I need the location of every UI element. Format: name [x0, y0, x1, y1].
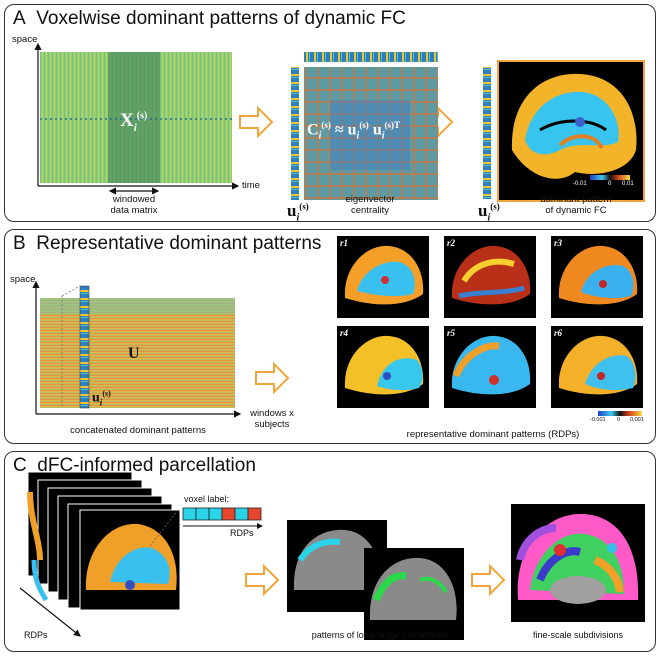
panel-a-title: A Voxelwise dominant patterns of dynamic… — [13, 8, 406, 30]
eq-u1-sub: i — [356, 130, 360, 142]
panel-a-letter: A — [13, 8, 26, 29]
u-label-b: ui(s) — [92, 389, 111, 407]
u-right: u — [478, 201, 488, 220]
cbar-a-min: -0.01 — [573, 181, 587, 187]
long-range-brains — [287, 520, 464, 640]
colorbar-b — [598, 411, 642, 416]
cbar-b-max: 0.001 — [630, 417, 644, 423]
voxel-label-boxes — [182, 507, 263, 529]
rdp-name-4: r4 — [340, 328, 349, 338]
colorbar-a — [590, 175, 630, 180]
rdp-name-6: r6 — [554, 328, 563, 338]
eq-u1: u — [347, 121, 357, 139]
u-label-right: ui(s) — [478, 201, 500, 223]
U-label: U — [128, 345, 140, 362]
cbar-a-mid: 0 — [608, 181, 612, 187]
rdp-name-5: r5 — [447, 328, 456, 338]
axis-label-windows: windows x subjects — [250, 408, 294, 430]
u-b-sup: (s) — [102, 389, 111, 398]
eq-u2-sub: i — [381, 130, 385, 142]
u-right-sup: (s) — [490, 201, 500, 212]
rdp-label: representative dominant patterns (RDPs) — [406, 429, 580, 440]
eq-approx: ≈ — [334, 121, 344, 139]
matrix-x-sup: (s) — [136, 110, 148, 122]
axis-label-space-b: space — [10, 274, 36, 285]
window-highlight — [108, 52, 160, 183]
eq-u2-sup: (s) — [384, 120, 395, 130]
matrix-x-sub: i — [133, 121, 137, 134]
eq-c-sub: i — [318, 130, 322, 142]
window-label: windowed data matrix — [110, 194, 158, 216]
u-label-left: ui(s) — [287, 201, 309, 223]
rdp-name-1: r1 — [340, 238, 349, 248]
equation: Ci(s) ≈ ui(s) ui(s)T — [307, 120, 400, 142]
rdps-axis-label: RDPs — [24, 630, 48, 640]
panel-a-title-text: Voxelwise dominant patterns of dynamic F… — [36, 8, 406, 29]
longrange-label: patterns of long-range interactions — [311, 630, 449, 640]
fine-scale-brain — [511, 504, 645, 622]
axis-label-space-a: space — [12, 34, 38, 45]
concat-label: concatenated dominant patterns — [70, 425, 206, 436]
rdps-arrow-label: RDPs — [230, 528, 254, 538]
eq-T: T — [394, 120, 401, 130]
u-left: u — [287, 201, 297, 220]
panel-b-letter: B — [13, 233, 26, 254]
rdp-stack — [19, 471, 181, 637]
rdp-grid — [337, 236, 643, 416]
panel-b-title-text: Representative dominant patterns — [36, 233, 322, 254]
rdps-axis — [19, 587, 81, 637]
dominant-pattern-image — [483, 60, 645, 202]
u-right-sub: i — [487, 212, 491, 224]
cbar-a-max: 0.01 — [622, 181, 634, 187]
panel-c-title-text: dFC-informed parcellation — [37, 455, 256, 476]
panel-b-title: B Representative dominant patterns — [13, 233, 321, 255]
matrix-x: X — [120, 110, 134, 131]
eq-u2: u — [372, 121, 382, 139]
finescale-label: fine-scale subdivisions — [532, 630, 624, 640]
axis-label-time: time — [242, 180, 260, 191]
u-b: u — [92, 390, 100, 406]
eq-c-sup: (s) — [321, 120, 331, 130]
eq-u1-sup: (s) — [359, 120, 369, 130]
eigenvector-matrix — [291, 52, 438, 200]
arrow-icon — [239, 105, 506, 597]
u-b-sub: i — [99, 397, 103, 408]
matrix-label-x: Xi(s) — [120, 110, 147, 134]
cbar-b-mid: 0 — [617, 417, 621, 423]
voxel-label-text: voxel label: — [184, 494, 230, 504]
cbar-b-min: -0.001 — [590, 417, 606, 423]
eq-c: C — [307, 121, 319, 139]
centrality-label: eigenvector centrality — [345, 194, 395, 216]
panel-c-letter: C — [13, 455, 27, 476]
u-left-sub: i — [296, 212, 300, 224]
panel-c: C dFC-informed parcellation — [4, 451, 656, 652]
u-left-sup: (s) — [299, 201, 309, 212]
rdp-name-2: r2 — [447, 238, 456, 248]
panel-c-title: C dFC-informed parcellation — [13, 455, 256, 477]
dominant-label: dominant pattern of dynamic FC — [540, 194, 612, 216]
rdp-name-3: r3 — [554, 238, 563, 248]
concatenated-matrix — [40, 285, 235, 409]
panel-b: B Representative dominant patterns — [4, 229, 656, 444]
data-matrix — [40, 52, 232, 183]
